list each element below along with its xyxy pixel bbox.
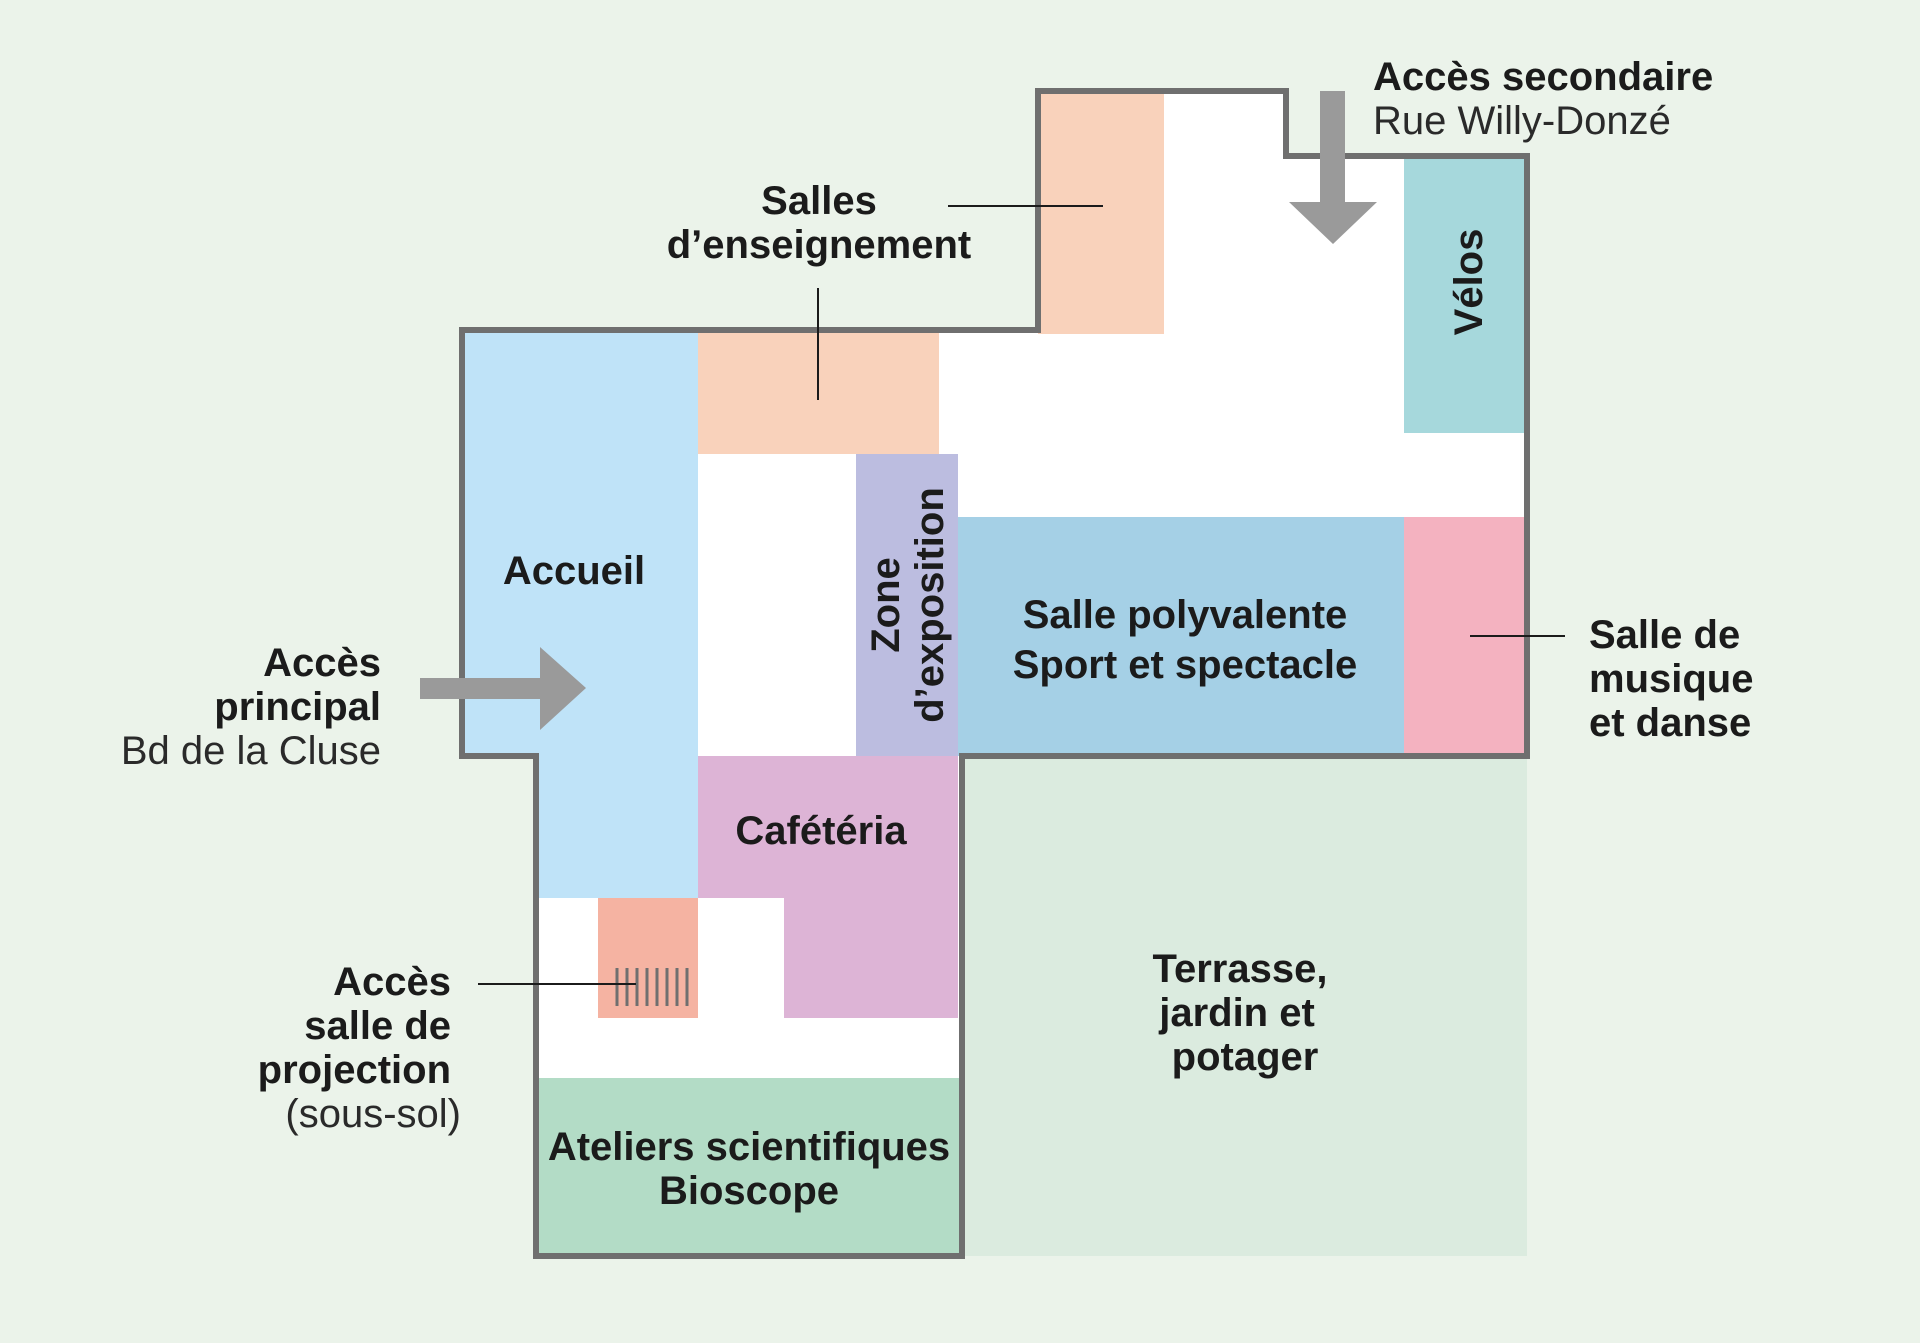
cafeteria-label: Cafétéria bbox=[735, 809, 907, 853]
terrace-area bbox=[962, 756, 1527, 1256]
secondary-access-street: Rue Willy-Donzé bbox=[1373, 99, 1671, 143]
cafeteria-room bbox=[698, 756, 958, 1018]
teaching-label-line1: Salles bbox=[761, 179, 877, 223]
arrow-down-icon bbox=[1289, 91, 1377, 244]
music-label-line2: musique bbox=[1589, 657, 1753, 701]
multipurpose-room bbox=[958, 517, 1404, 756]
science-workshops-room bbox=[536, 1078, 962, 1256]
workshops-label-line2: Bioscope bbox=[659, 1169, 839, 1213]
arrow-right-icon bbox=[420, 647, 586, 730]
multipurpose-label-line1: Salle polyvalente bbox=[1023, 593, 1348, 637]
projection-access-label-line3: projection bbox=[258, 1048, 451, 1092]
multipurpose-label-line2: Sport et spectacle bbox=[1013, 643, 1358, 687]
terrace-label-line3: potager bbox=[1172, 1035, 1319, 1079]
exhibition-label-line1: Zone bbox=[864, 557, 908, 653]
building-wall bbox=[459, 88, 1530, 1259]
bikes-label: Vélos bbox=[1447, 229, 1491, 336]
music-label-line1: Salle de bbox=[1589, 613, 1740, 657]
exhibition-label: Zone d’exposition bbox=[864, 487, 952, 723]
bikes-room bbox=[1404, 156, 1527, 433]
main-access-street: Bd de la Cluse bbox=[121, 729, 381, 773]
projection-access-label-line1: Accès bbox=[333, 960, 451, 1004]
terrace-label-line1: Terrasse, bbox=[1153, 947, 1328, 991]
workshops-label-line1: Ateliers scientifiques bbox=[548, 1125, 950, 1169]
teaching-room-upper bbox=[1038, 91, 1164, 334]
stairs-icon bbox=[615, 968, 689, 1006]
secondary-access-title: Accès secondaire bbox=[1373, 55, 1713, 99]
exhibition-label-line2: d’exposition bbox=[908, 487, 952, 723]
main-access-label-line1: Accès bbox=[263, 641, 381, 685]
terrace-label-line2: jardin et bbox=[1158, 991, 1315, 1035]
teaching-label-line2: d’enseignement bbox=[667, 223, 972, 267]
exhibition-zone bbox=[856, 454, 958, 756]
music-label-line3: et danse bbox=[1589, 701, 1751, 745]
projection-access-note: (sous-sol) bbox=[285, 1092, 461, 1136]
reception-label: Accueil bbox=[503, 549, 645, 593]
main-access-label-line2: principal bbox=[214, 685, 381, 729]
projection-access-label-line2: salle de bbox=[304, 1004, 451, 1048]
